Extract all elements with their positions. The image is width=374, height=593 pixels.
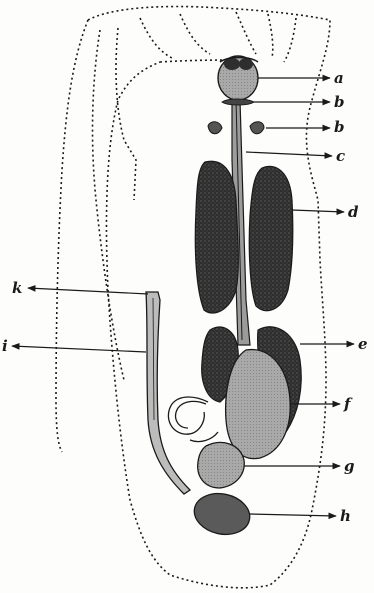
label-g: g: [344, 459, 355, 474]
coiled-tube: [168, 397, 218, 442]
organ-g: [198, 442, 245, 488]
label-d: d: [348, 205, 359, 220]
label-h: h: [340, 509, 351, 524]
label-k: k: [12, 281, 22, 296]
organ-a: [218, 56, 258, 100]
organ-h: [190, 489, 253, 540]
body-outline: [56, 7, 330, 588]
label-f: f: [344, 397, 350, 412]
label-e: e: [358, 337, 368, 352]
label-a: a: [334, 71, 344, 86]
label-b-upper: b: [334, 95, 345, 110]
label-c: c: [336, 149, 345, 164]
label-i: i: [2, 339, 8, 354]
duct: [146, 292, 190, 494]
label-b-lower: b: [334, 120, 345, 135]
